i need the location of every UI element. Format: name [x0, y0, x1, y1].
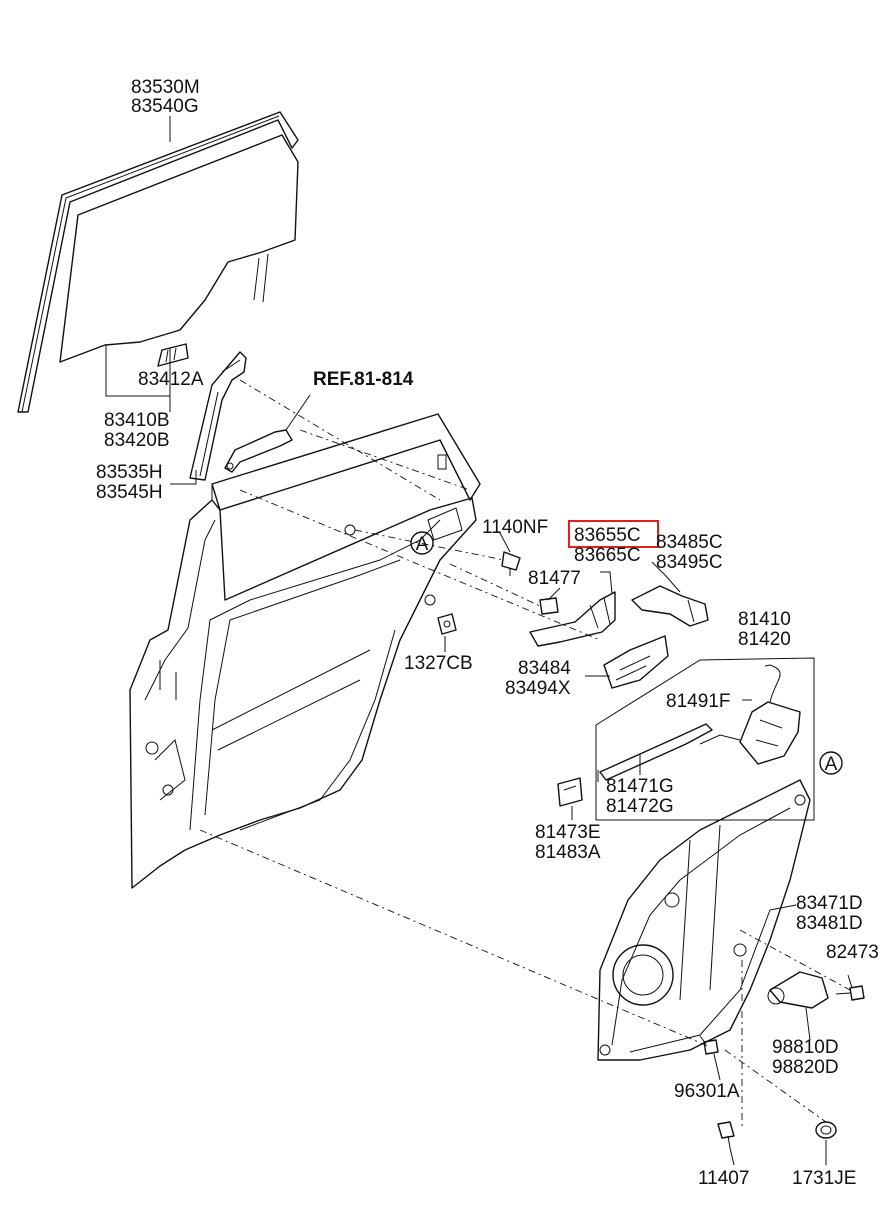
glass-clip	[157, 343, 189, 367]
callout-a-right: A	[819, 751, 843, 775]
label-98810d[interactable]: 98810D	[772, 1037, 839, 1058]
door-sash	[189, 351, 247, 481]
outside-handle	[224, 429, 293, 473]
screw-82473	[835, 985, 865, 1001]
label-83495c[interactable]: 83495C	[656, 552, 723, 573]
leader-lines	[105, 116, 853, 1166]
latch-cable	[597, 723, 713, 782]
callout-a-left-text: A	[416, 534, 429, 555]
bolt-11407	[717, 1121, 735, 1149]
bolt-81477	[539, 597, 559, 615]
bracket-83484	[603, 635, 669, 689]
label-83545h[interactable]: 83545H	[96, 482, 163, 503]
label-83481d[interactable]: 83481D	[796, 913, 863, 934]
nut-1327cb	[437, 613, 457, 635]
plug-1731je	[815, 1121, 837, 1139]
label-81410[interactable]: 81410	[738, 609, 791, 630]
label-1327cb[interactable]: 1327CB	[404, 653, 473, 674]
label-81420[interactable]: 81420	[738, 629, 791, 650]
door-inner-panel	[129, 413, 481, 889]
window-regulator	[597, 779, 811, 1061]
label-83540g[interactable]: 83540G	[131, 96, 199, 117]
label-83485c[interactable]: 83485C	[656, 532, 723, 553]
label-ref-81-814[interactable]: REF.81-814	[313, 369, 414, 390]
screw-96301a	[699, 1035, 719, 1055]
label-81483a[interactable]: 81483A	[535, 842, 601, 863]
label-83412a[interactable]: 83412A	[138, 369, 204, 390]
label-81491f[interactable]: 81491F	[666, 691, 730, 712]
regulator-motor	[767, 971, 829, 1009]
label-83655c[interactable]: 83655C	[574, 525, 641, 546]
label-11407[interactable]: 11407	[698, 1168, 749, 1189]
label-82473[interactable]: 82473	[826, 942, 879, 963]
label-83535h[interactable]: 83535H	[96, 462, 163, 483]
small-clip	[557, 777, 583, 807]
label-1731je[interactable]: 1731JE	[792, 1168, 856, 1189]
label-98820d[interactable]: 98820D	[772, 1057, 839, 1078]
label-83530m[interactable]: 83530M	[131, 77, 200, 98]
callout-a-right-text: A	[825, 754, 838, 775]
handle-bracket	[529, 591, 616, 647]
door-glass	[59, 134, 299, 363]
callout-a-left: A	[410, 531, 434, 555]
bolt-1140nf	[501, 551, 521, 576]
label-83471d[interactable]: 83471D	[796, 893, 863, 914]
label-83410b[interactable]: 83410B	[104, 410, 170, 431]
bracket-83485c	[631, 585, 709, 627]
assembly-lines	[199, 379, 851, 1126]
glass-run-channel	[17, 111, 299, 413]
label-1140nf[interactable]: 1140NF	[482, 517, 548, 538]
label-83494x[interactable]: 83494X	[505, 678, 571, 699]
label-81473e[interactable]: 81473E	[535, 822, 601, 843]
label-81471g[interactable]: 81471G	[606, 776, 674, 797]
highlight-box-83655c	[568, 520, 659, 548]
label-83420b[interactable]: 83420B	[104, 430, 170, 451]
label-81477[interactable]: 81477	[528, 568, 581, 589]
label-96301a[interactable]: 96301A	[674, 1081, 740, 1102]
label-83665c[interactable]: 83665C	[574, 545, 641, 566]
label-83484[interactable]: 83484	[518, 658, 571, 679]
door-latch	[699, 664, 801, 765]
label-81472g[interactable]: 81472G	[606, 796, 674, 817]
